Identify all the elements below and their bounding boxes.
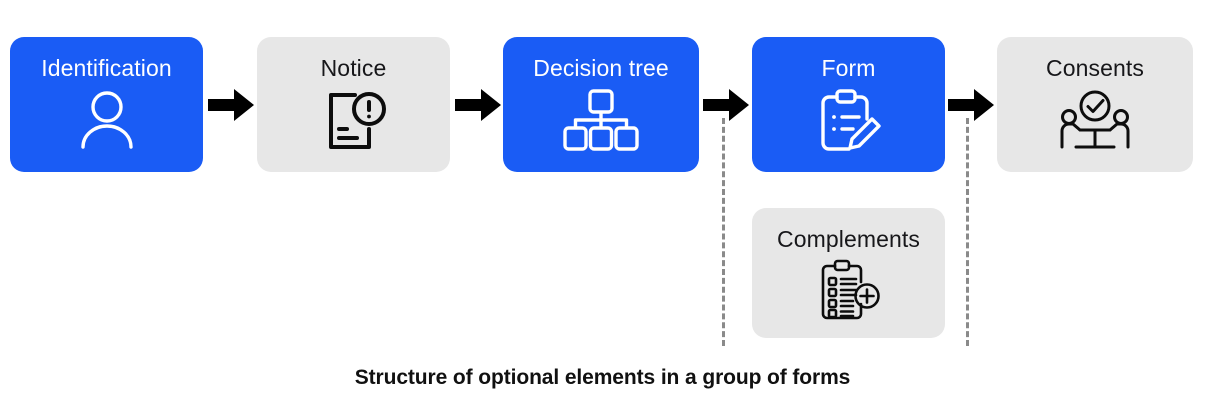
clipboard-plus-icon	[815, 258, 883, 327]
node-form-label: Form	[821, 55, 876, 81]
node-complements[interactable]: Complements	[752, 208, 945, 338]
dashed-line-before-form	[722, 118, 725, 346]
node-form[interactable]: Form	[752, 37, 945, 172]
person-icon	[77, 89, 137, 156]
clipboard-pencil-icon	[815, 89, 883, 160]
node-identification[interactable]: Identification	[10, 37, 203, 172]
node-consents[interactable]: Consents	[997, 37, 1193, 172]
org-chart-icon	[563, 89, 639, 156]
node-notice-label: Notice	[320, 55, 387, 81]
arrow-notice-to-decision-tree	[455, 89, 501, 126]
dashed-line-before-consents	[966, 118, 969, 346]
document-alert-icon	[321, 89, 387, 158]
node-decision-tree[interactable]: Decision tree	[503, 37, 699, 172]
node-identification-label: Identification	[41, 55, 172, 81]
node-consents-label: Consents	[1046, 55, 1144, 81]
node-decision-tree-label: Decision tree	[533, 55, 669, 81]
arrow-identification-to-notice	[208, 89, 254, 126]
node-notice[interactable]: Notice	[257, 37, 450, 172]
arrow-decision-tree-to-form	[703, 89, 749, 126]
arrow-form-to-consents	[948, 89, 994, 126]
node-complements-label: Complements	[777, 226, 920, 252]
diagram-caption: Structure of optional elements in a grou…	[354, 366, 851, 389]
handshake-check-icon	[1054, 89, 1136, 156]
